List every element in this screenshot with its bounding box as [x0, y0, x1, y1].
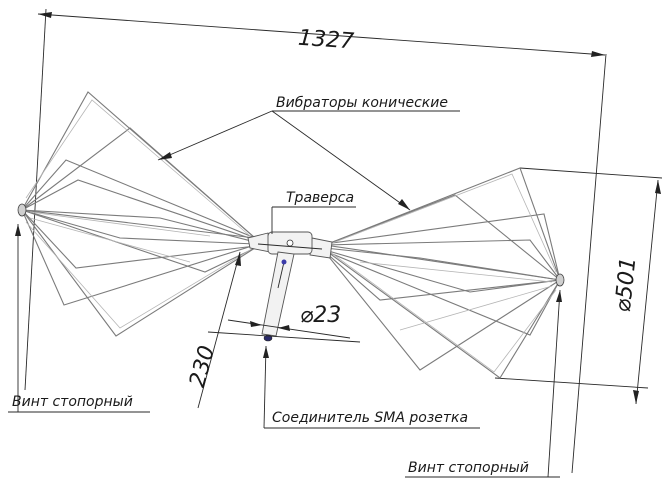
traverse-hub: [247, 231, 333, 259]
mast-diameter-dimension: ⌀23: [207, 303, 361, 343]
left-conical-element: [17, 91, 257, 337]
cone-diameter-dimension: ⌀501: [494, 167, 662, 405]
overall-length-label: 1327: [297, 26, 355, 55]
traverse-label: Траверса: [286, 190, 354, 206]
mast-diameter-label: ⌀23: [300, 303, 341, 328]
left-screw-label: Винт стопорный: [12, 394, 133, 410]
cone-diameter-label: ⌀501: [611, 256, 642, 314]
right-screw-label: Винт стопорный: [408, 460, 529, 476]
right-conical-element: [322, 167, 565, 379]
mast-height-label: 230: [185, 343, 220, 390]
sma-connector-leader: Соединитель SMA розетка: [263, 345, 480, 429]
sma-connector-label: Соединитель SMA розетка: [272, 410, 468, 426]
mast-height-dimension: 230: [185, 251, 241, 409]
overall-length-dimension: 1327: [24, 8, 607, 474]
right-screw-leader: Винт стопорный: [405, 289, 562, 478]
left-screw-leader: Винт стопорный: [8, 224, 150, 413]
conical-elements-leader: Вибраторы конические: [157, 95, 460, 211]
traverse-leader: Траверса: [271, 190, 356, 234]
conical-elements-label: Вибраторы конические: [276, 95, 448, 111]
